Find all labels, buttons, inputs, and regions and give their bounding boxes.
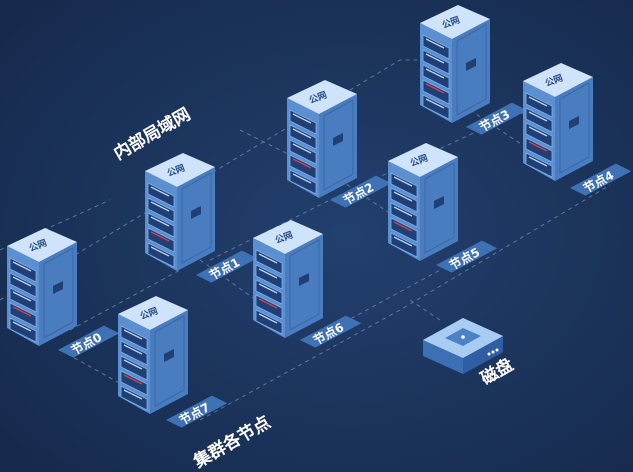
server-node2: 公网 <box>287 80 357 198</box>
server-node0: 公网 <box>7 228 77 346</box>
disk <box>423 318 503 374</box>
server-logo-icon <box>191 206 201 219</box>
server-logo-icon <box>466 58 476 71</box>
server-logo-icon <box>53 281 63 294</box>
server-logo-icon <box>434 196 444 209</box>
server-node1: 公网 <box>145 153 215 271</box>
server-logo-icon <box>164 349 174 362</box>
server-node4: 公网 <box>523 63 593 181</box>
server-node6: 公网 <box>253 220 323 338</box>
server-logo-icon <box>333 133 343 146</box>
server-node5: 公网 <box>388 143 458 261</box>
server-node3: 公网 <box>420 5 490 123</box>
server-node7: 公网 <box>118 296 188 414</box>
server-logo-icon <box>569 116 579 129</box>
server-logo-icon <box>299 273 309 286</box>
